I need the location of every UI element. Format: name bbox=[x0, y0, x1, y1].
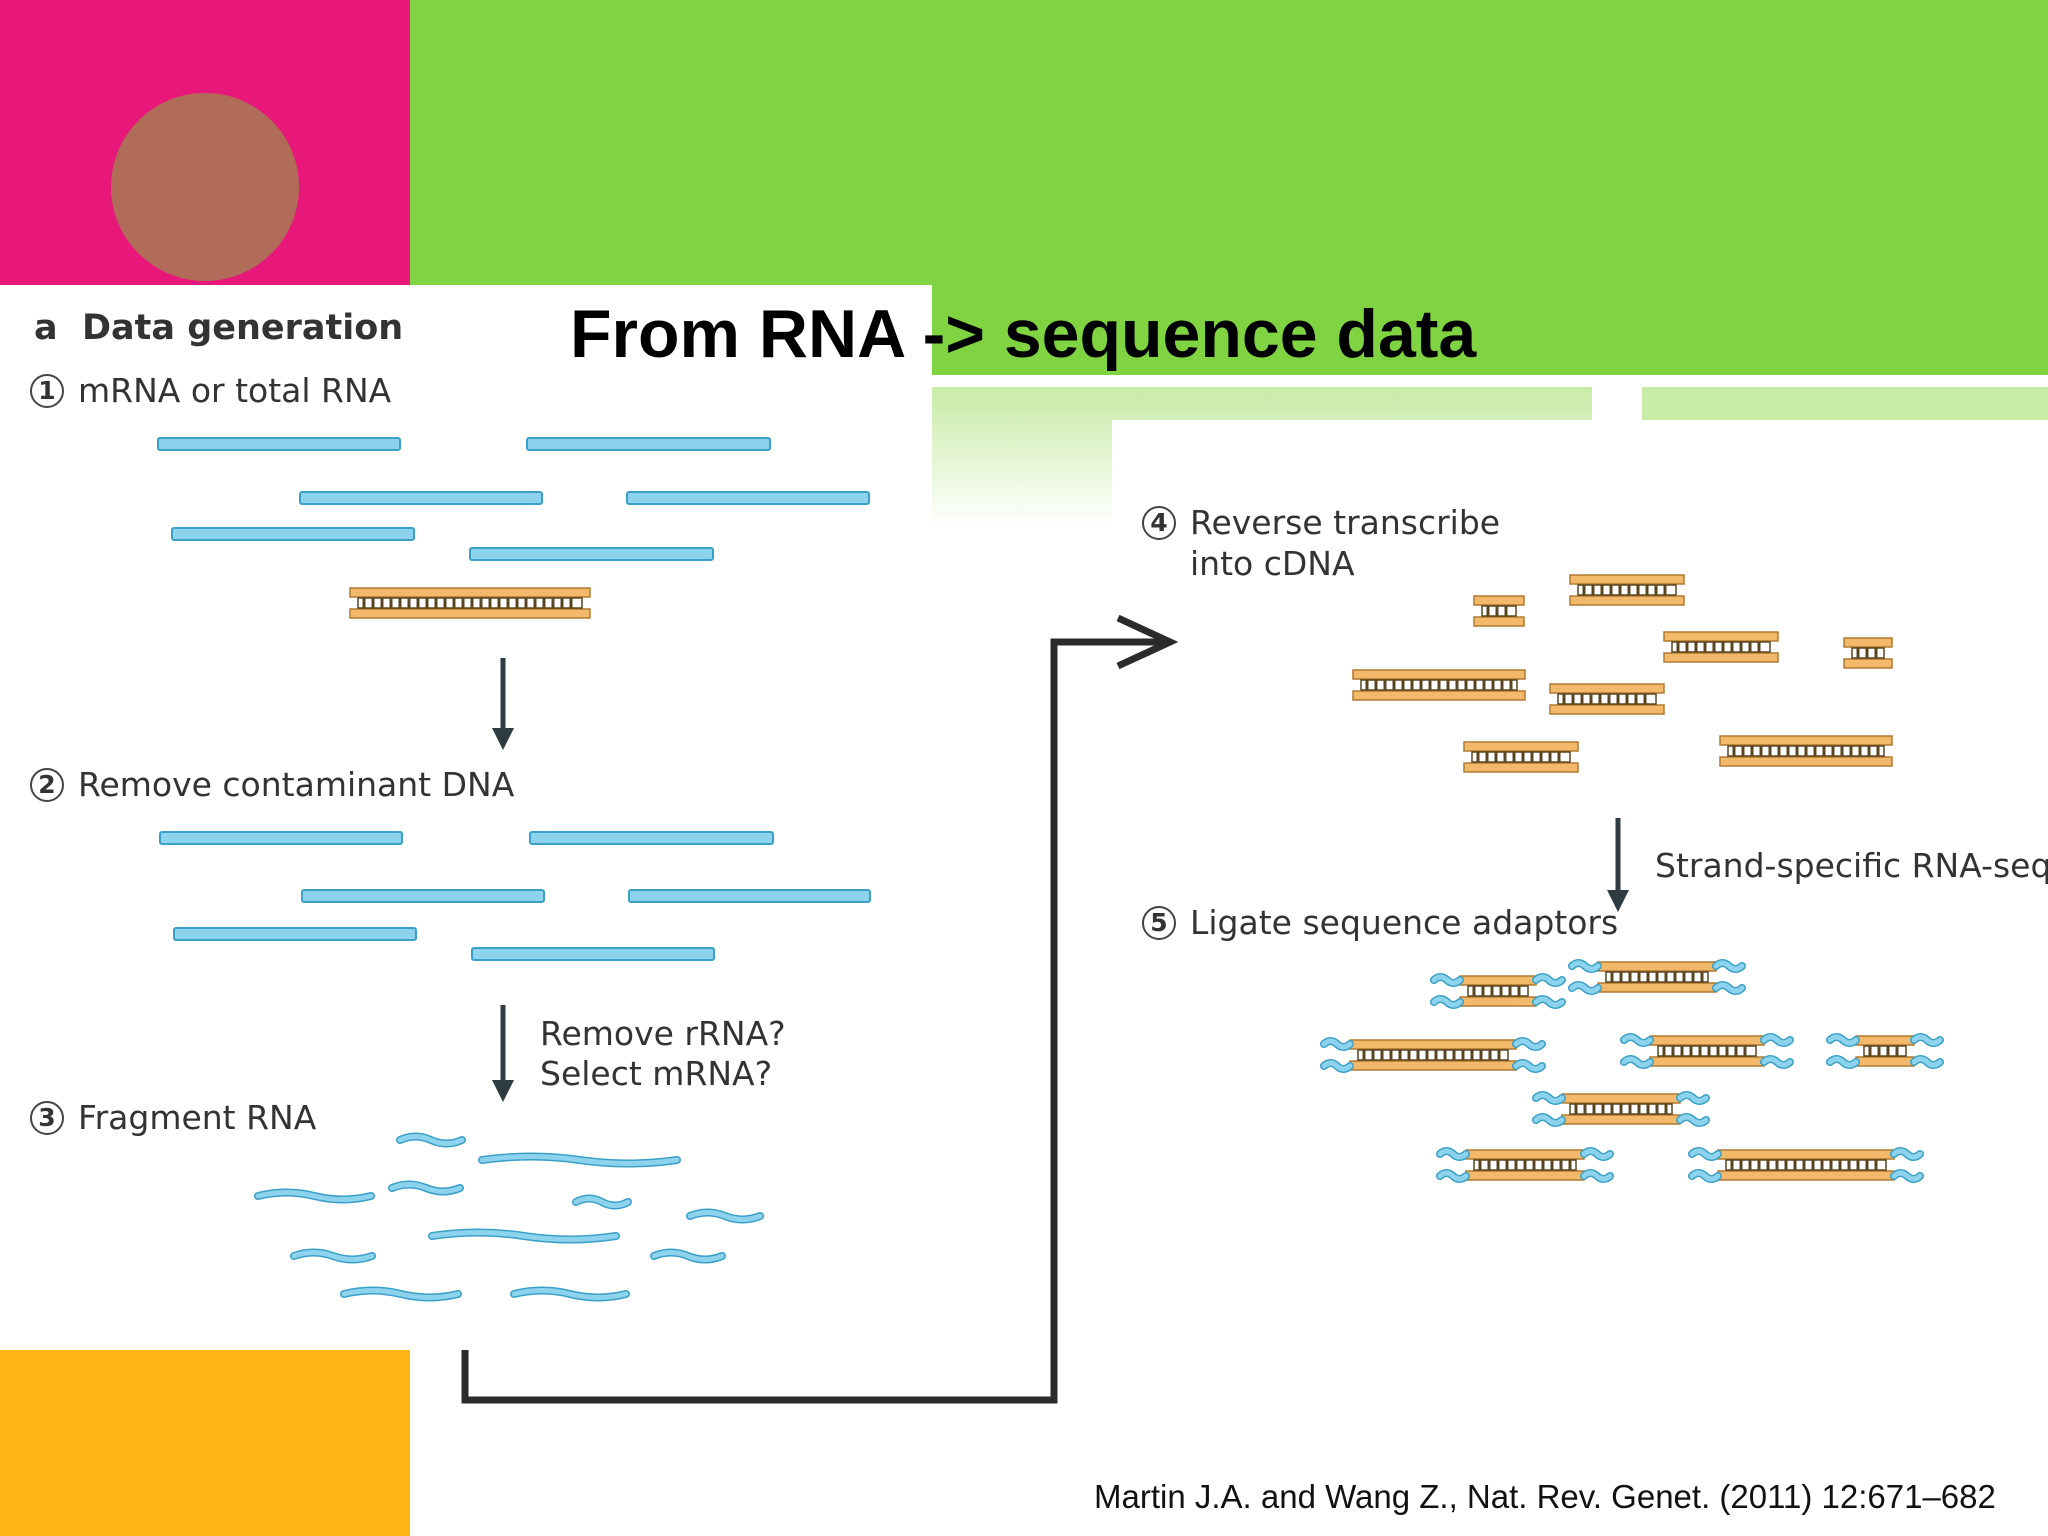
step-2: 2 Remove contaminant DNA bbox=[30, 764, 514, 805]
flow-connector-arrowhead bbox=[1116, 614, 1179, 670]
step-5: 5 Ligate sequence adaptors bbox=[1142, 902, 1618, 943]
adaptor-ligated-cdna bbox=[1430, 973, 1566, 1009]
rrna-note-line2: Select mRNA? bbox=[540, 1054, 773, 1094]
light-green-strip-right bbox=[1642, 387, 2048, 421]
rna-strand bbox=[157, 437, 401, 451]
step-4-label-line1: Reverse transcribe bbox=[1190, 503, 1501, 542]
cdna-duplex bbox=[1473, 595, 1525, 627]
cdna-duplex bbox=[1569, 574, 1685, 606]
orange-block bbox=[0, 1350, 410, 1536]
step-4: 4 Reverse transcribe into cDNA bbox=[1142, 502, 1500, 585]
cdna-duplex bbox=[349, 587, 591, 619]
rna-strand bbox=[529, 831, 774, 845]
step-3-label: Fragment RNA bbox=[78, 1098, 317, 1137]
rrna-note: Remove rRNA? Select mRNA? bbox=[540, 1014, 786, 1095]
citation: Martin J.A. and Wang Z., Nat. Rev. Genet… bbox=[1094, 1478, 1996, 1515]
adaptor-ligated-cdna bbox=[1688, 1147, 1924, 1183]
rna-strand bbox=[626, 491, 870, 505]
decorative-circle bbox=[111, 93, 299, 281]
step-4-number: 4 bbox=[1142, 506, 1176, 540]
step-2-label: Remove contaminant DNA bbox=[78, 765, 515, 804]
cdna-duplex bbox=[1719, 735, 1893, 767]
step-3-number: 3 bbox=[30, 1100, 64, 1135]
step-4-label-line2: into cDNA bbox=[1190, 544, 1355, 584]
adaptor-ligated-cdna bbox=[1826, 1033, 1944, 1069]
process-arrow-head bbox=[1607, 890, 1629, 912]
cdna-duplex bbox=[1352, 669, 1526, 701]
rna-strand bbox=[171, 527, 415, 541]
rna-strand bbox=[526, 437, 771, 451]
rna-strand bbox=[628, 889, 871, 903]
step-1: 1 mRNA or total RNA bbox=[30, 370, 391, 411]
rna-strand bbox=[471, 947, 715, 961]
rna-strand bbox=[469, 547, 714, 561]
adaptor-ligated-cdna bbox=[1320, 1037, 1546, 1073]
step-2-number: 2 bbox=[30, 767, 64, 802]
flow-connector bbox=[461, 638, 1170, 1404]
slide-title: From RNA -> sequence data bbox=[570, 296, 1477, 372]
step-5-label: Ligate sequence adaptors bbox=[1190, 903, 1619, 942]
adaptor-ligated-cdna bbox=[1532, 1091, 1710, 1127]
rrna-note-line1: Remove rRNA? bbox=[540, 1014, 786, 1053]
rna-strand bbox=[173, 927, 417, 941]
step-4-text: Reverse transcribe into cDNA bbox=[1190, 502, 1500, 585]
step-1-label: mRNA or total RNA bbox=[78, 371, 392, 410]
rna-strand bbox=[299, 491, 543, 505]
cdna-duplex bbox=[1843, 637, 1893, 669]
rna-strand bbox=[301, 889, 545, 903]
adaptor-ligated-cdna bbox=[1620, 1033, 1794, 1069]
step-1-number: 1 bbox=[30, 373, 64, 408]
process-arrow-head bbox=[492, 1080, 514, 1102]
cdna-duplex bbox=[1463, 741, 1579, 773]
cdna-duplex bbox=[1549, 683, 1665, 715]
adaptor-ligated-cdna bbox=[1568, 959, 1746, 995]
strand-note: Strand-specific RNA-seq? bbox=[1655, 846, 2048, 885]
adaptor-ligated-cdna bbox=[1436, 1147, 1614, 1183]
panel-heading: Data generation bbox=[82, 308, 404, 348]
process-arrow-head bbox=[492, 728, 514, 750]
panel-letter: a bbox=[34, 308, 58, 348]
step-5-number: 5 bbox=[1142, 905, 1176, 940]
rna-strand bbox=[159, 831, 403, 845]
cdna-duplex bbox=[1663, 631, 1779, 663]
left-panel-bg bbox=[0, 285, 932, 1350]
step-3: 3 Fragment RNA bbox=[30, 1097, 316, 1138]
